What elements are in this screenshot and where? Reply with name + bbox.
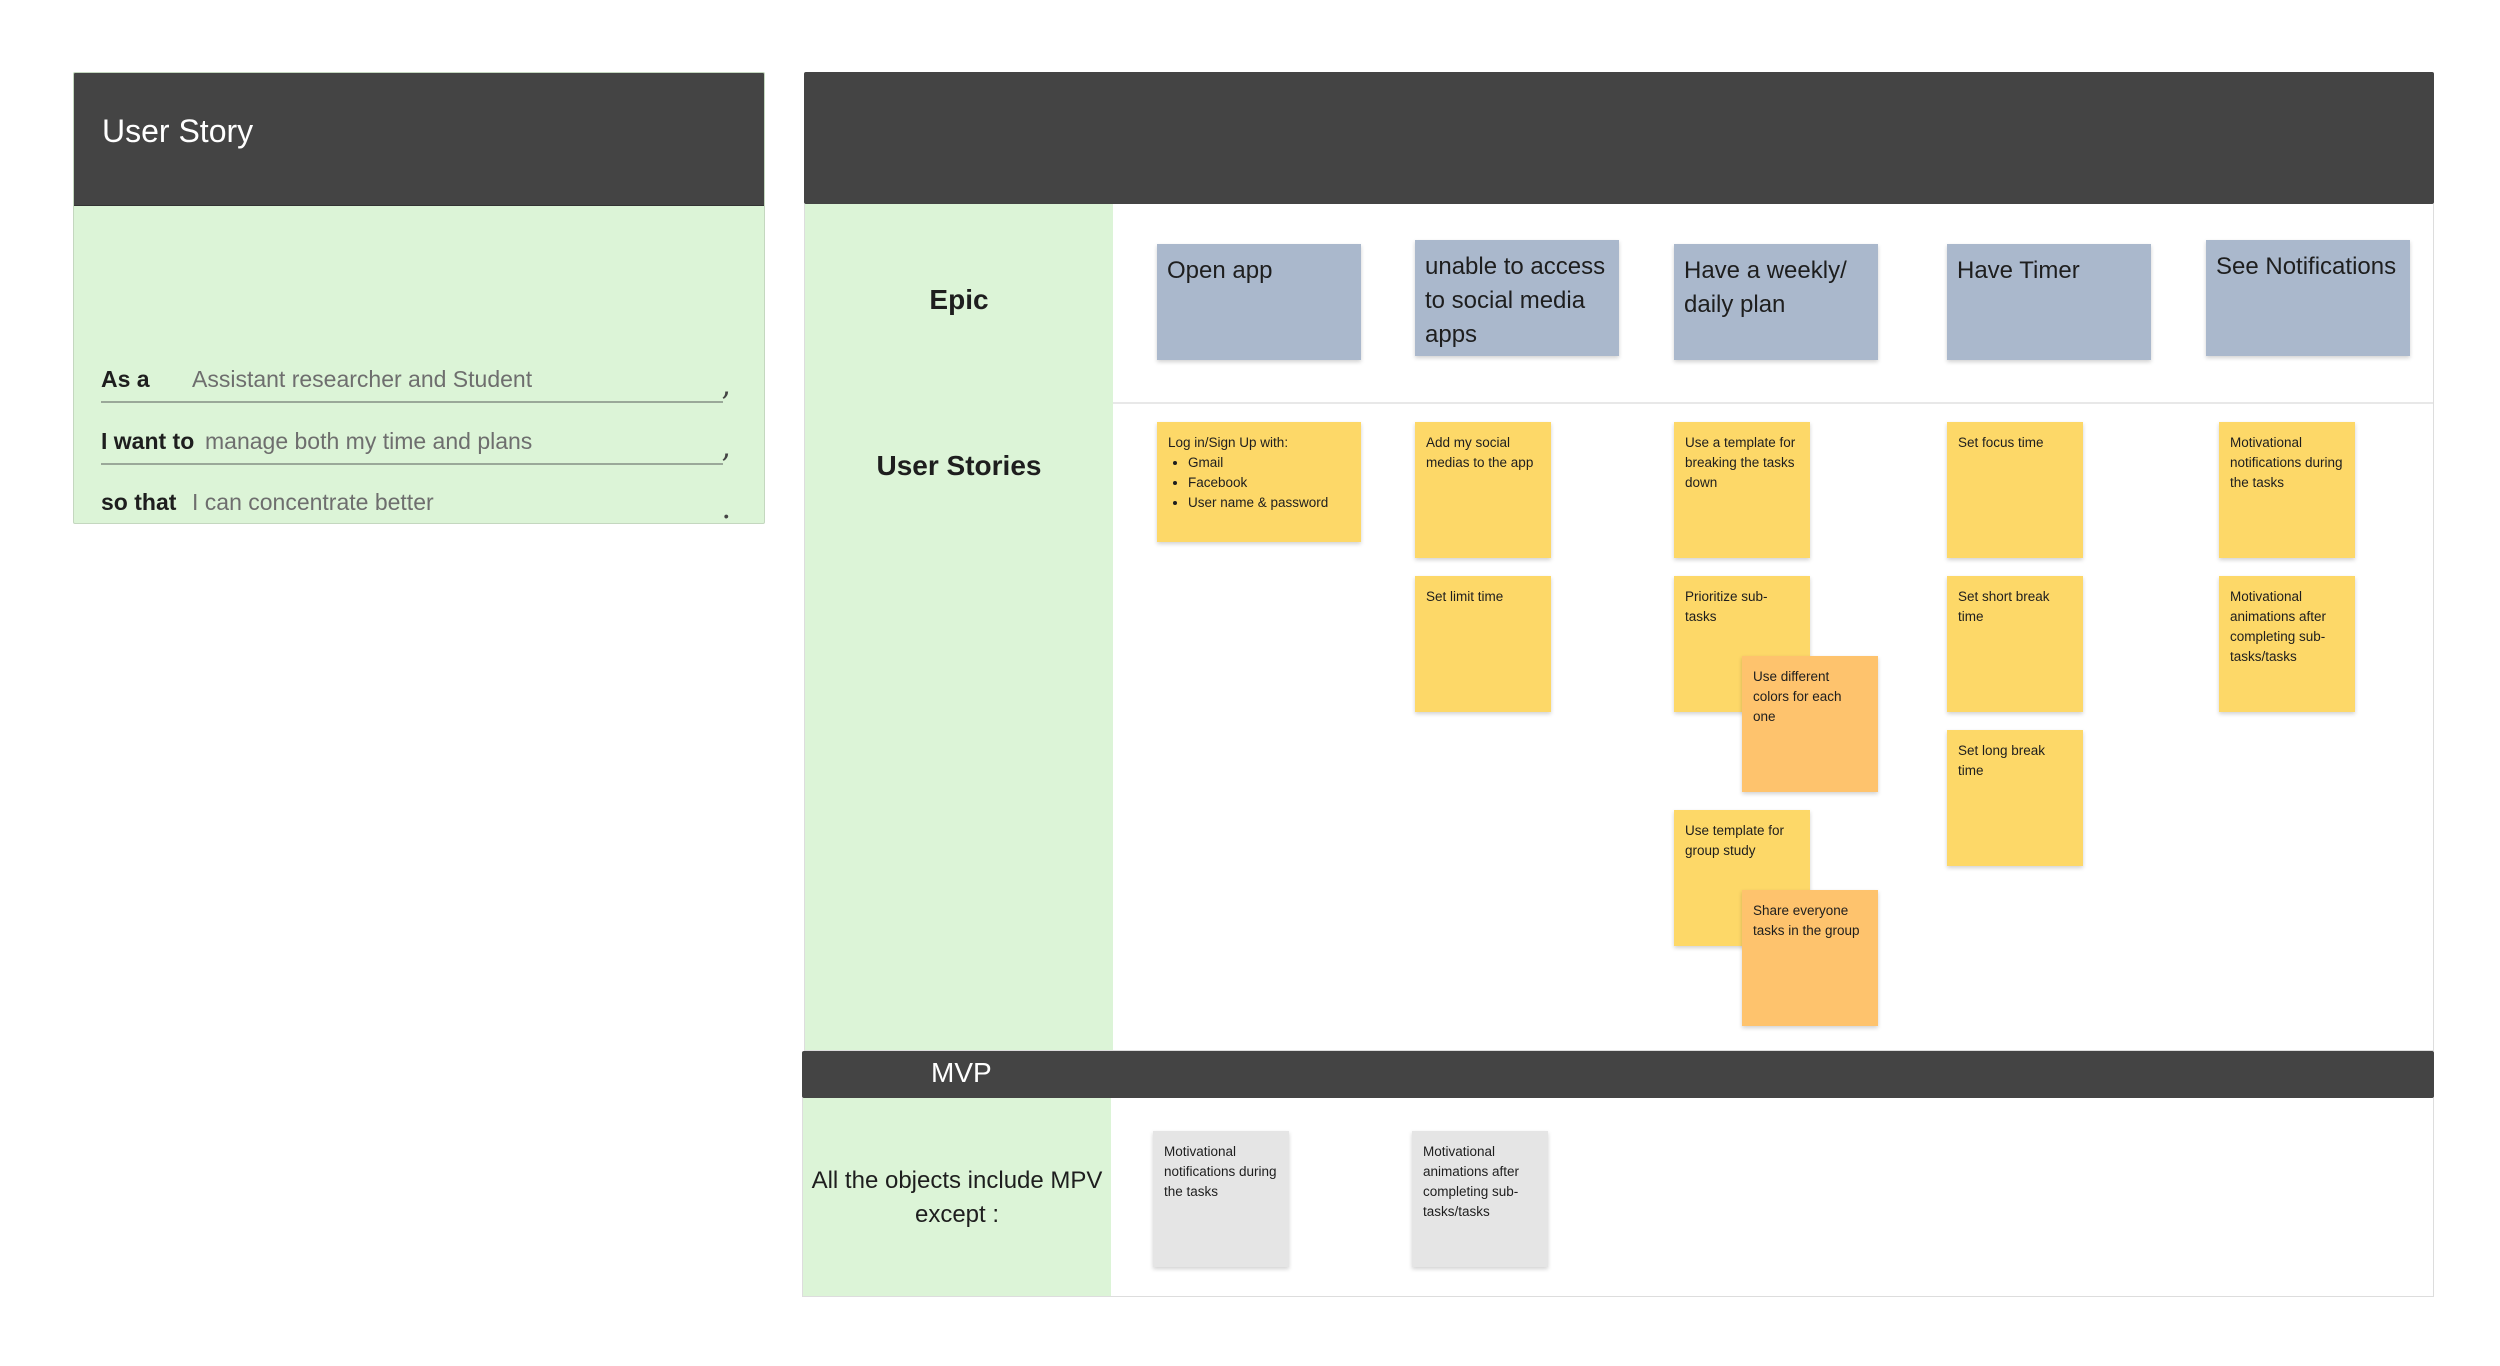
story-map-board: Epic User Stories Open app unable to acc… (804, 204, 2434, 1051)
login-intro-text: Log in/Sign Up with: (1168, 435, 1289, 450)
user-story-row-as-a: As a Assistant researcher and Student , (101, 363, 731, 413)
as-a-label: As a (101, 366, 150, 392)
sticky-note[interactable]: Share everyone tasks in the group (1742, 890, 1878, 1026)
sticky-note[interactable]: Motivational notifications during the ta… (2219, 422, 2355, 558)
sticky-note[interactable]: Set limit time (1415, 576, 1551, 712)
sticky-note[interactable]: Use a template for breaking the tasks do… (1674, 422, 1810, 558)
login-option: Facebook (1188, 473, 1350, 493)
mvp-description: All the objects include MPV except : (811, 1167, 1103, 1228)
mvp-section: All the objects include MPV except : Mot… (802, 1098, 2434, 1297)
epic-card[interactable]: unable to access to social media apps (1415, 240, 1619, 356)
user-story-row-i-want-to: I want to manage both my time and plans … (101, 425, 731, 475)
as-a-underline (101, 401, 723, 403)
sticky-note[interactable]: Set short break time (1947, 576, 2083, 712)
story-map-header (804, 72, 2434, 204)
epic-row-label: Epic (929, 284, 989, 315)
sticky-note[interactable]: Use different colors for each one (1742, 656, 1878, 792)
login-option: User name & password (1188, 493, 1350, 513)
user-stories-row-label: User Stories (876, 450, 1042, 481)
user-story-row-so-that: so that I can concentrate better . (101, 486, 731, 524)
i-want-to-label: I want to (101, 428, 195, 454)
sticky-note[interactable]: Add my social medias to the app (1415, 422, 1551, 558)
user-story-title: User Story (102, 113, 254, 149)
mvp-header: MVP (802, 1051, 2434, 1098)
i-want-to-underline (101, 463, 723, 465)
so-that-label: so that (101, 489, 177, 515)
epic-row-divider (1113, 402, 2433, 404)
user-story-header: User Story (74, 73, 764, 206)
mvp-title: MVP (931, 1057, 992, 1088)
row-labels-column (805, 204, 1113, 1050)
i-want-to-field[interactable]: manage both my time and plans (205, 428, 533, 454)
mvp-label-column: All the objects include MPV except : (803, 1098, 1111, 1296)
sticky-note-login[interactable]: Log in/Sign Up with: Gmail Facebook User… (1157, 422, 1361, 542)
mvp-excluded-note[interactable]: Motivational notifications during the ta… (1153, 1131, 1289, 1267)
epic-card[interactable]: See Notifications (2206, 240, 2410, 356)
so-that-punctuation: . (721, 491, 731, 524)
so-that-field[interactable]: I can concentrate better (192, 489, 434, 515)
sticky-note[interactable]: Set focus time (1947, 422, 2083, 558)
epic-card[interactable]: Have Timer (1947, 244, 2151, 360)
epic-card[interactable]: Have a weekly/ daily plan (1674, 244, 1878, 360)
sticky-note[interactable]: Set long break time (1947, 730, 2083, 866)
login-option: Gmail (1188, 453, 1350, 473)
login-options-list: Gmail Facebook User name & password (1168, 453, 1350, 513)
as-a-punctuation: , (721, 368, 731, 403)
as-a-field[interactable]: Assistant researcher and Student (192, 366, 533, 392)
i-want-to-punctuation: , (721, 430, 731, 465)
user-story-card: User Story As a Assistant researcher and… (73, 72, 765, 524)
sticky-note[interactable]: Motivational animations after completing… (2219, 576, 2355, 712)
mvp-excluded-note[interactable]: Motivational animations after completing… (1412, 1131, 1548, 1267)
epic-card[interactable]: Open app (1157, 244, 1361, 360)
